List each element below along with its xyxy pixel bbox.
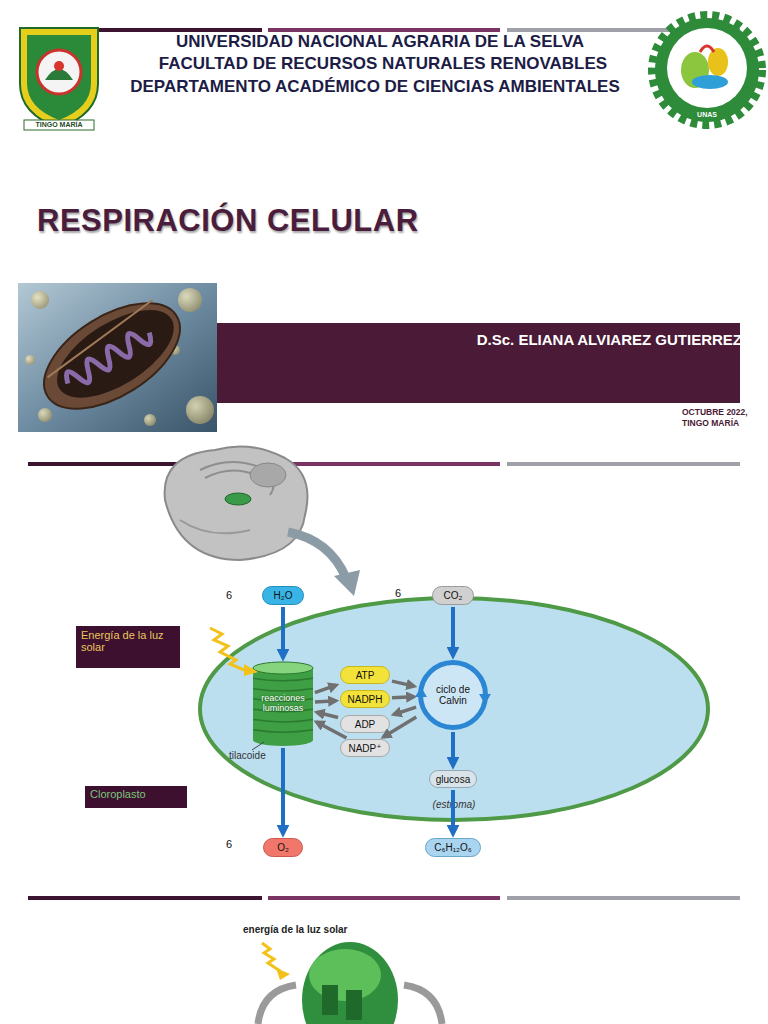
coefficient: 6: [226, 589, 232, 601]
thylakoid-stack: reacciones luminosas: [253, 662, 313, 746]
node-text: ADP: [355, 719, 376, 730]
flow-arrow: [451, 732, 455, 766]
molecule-pill: glucosa: [429, 770, 477, 788]
flow-arrow: [317, 712, 338, 717]
caption-text: energía de la luz solar: [243, 924, 347, 935]
node-text: (estroma): [433, 799, 476, 810]
part-label: tilacoide: [229, 750, 266, 761]
node-text: glucosa: [436, 774, 470, 785]
molecule-pill: O₂: [263, 838, 303, 857]
caption-box: Cloroplasto: [85, 786, 187, 808]
date-place: OCTUBRE 2022, TINGO MARÍA: [682, 407, 756, 428]
node-text: CO₂: [444, 590, 463, 601]
chloroplast-illustration: [258, 942, 442, 1024]
flow-arrow: [451, 790, 455, 834]
molecule-pill: C₆H₁₂O₆: [425, 838, 481, 857]
logo-text: UNAS: [687, 111, 727, 119]
node-text: C₆H₁₂O₆: [434, 842, 472, 853]
molecule-pill: ATP: [340, 666, 390, 684]
node-text: NADP⁺: [348, 743, 381, 754]
node-text: O₂: [277, 842, 289, 853]
flow-arrow: [394, 707, 416, 714]
node-text: reacciones luminosas: [253, 694, 313, 714]
header-line: FACULTAD DE RECURSOS NATURALES RENOVABLE…: [0, 54, 766, 74]
molecule-pill: NADP⁺: [340, 739, 390, 757]
slide-title: RESPIRACIÓN CELULAR: [37, 203, 419, 239]
node-text: Energía de la luz solar: [81, 629, 175, 653]
flow-arrow: [451, 607, 455, 656]
flow-arrow: [317, 722, 347, 738]
separator-lines: [28, 30, 740, 898]
flow-arrow: [392, 681, 414, 686]
coefficient: 6: [395, 587, 401, 599]
node-text: Cloroplasto: [90, 788, 146, 800]
flow-arrow: [315, 701, 336, 702]
header-line: UNIVERSIDAD NACIONAL AGRARIA DE LA SELVA: [0, 32, 760, 52]
flow-arrow: [383, 717, 416, 737]
molecule-pill: ADP: [340, 715, 390, 733]
molecule-pill: H₂O: [262, 586, 304, 605]
node-text: ciclo de Calvin: [423, 684, 483, 706]
node-text: H₂O: [274, 590, 293, 601]
molecule-pill: NADPH: [340, 690, 390, 708]
flow-arrow: [392, 697, 414, 698]
calvin-cycle: ciclo de Calvin: [418, 660, 488, 730]
author-name: D.Sc. ELIANA ALVIAREZ GUTIERREZ: [300, 331, 742, 348]
flow-arrow: [315, 685, 336, 693]
header-line: DEPARTAMENTO ACADÉMICO DE CIENCIAS AMBIE…: [0, 77, 750, 97]
department-logo: [652, 15, 762, 125]
flow-arrow: [281, 607, 285, 658]
coefficient: 6: [226, 838, 232, 850]
caption-box: Energía de la luz solar: [76, 626, 180, 668]
node-text: ATP: [356, 670, 375, 681]
flow-arrow: [281, 748, 285, 834]
chloroplast-outline: (estroma) reacciones luminosas ATP NADPH ADP…: [198, 596, 710, 822]
molecule-pill: CO₂: [432, 586, 474, 605]
logo-text: TINGO MARÍA: [24, 121, 94, 129]
mitochondrion-image: [18, 282, 217, 432]
university-logo: [20, 28, 98, 130]
plant-cell-illustration: [165, 446, 308, 560]
node-text: NADPH: [347, 694, 382, 705]
